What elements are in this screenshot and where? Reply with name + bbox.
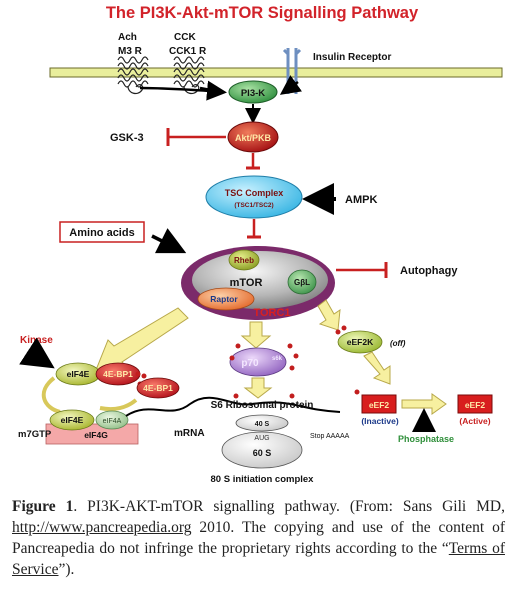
ampk-label: AMPK (345, 194, 377, 206)
eif4e-label-bottom: eIF4E (61, 415, 84, 425)
active-label: (Active) (459, 416, 490, 426)
eif4g-label: eIF4G (84, 430, 108, 440)
cck1r-label: CCK1 R (169, 46, 207, 57)
cell-membrane (49, 67, 503, 78)
caption-label: Figure 1 (12, 498, 74, 515)
m3-receptor (117, 56, 149, 95)
curved-arrow-right (99, 398, 138, 411)
eif4e-label-top: eIF4E (67, 369, 90, 379)
cck-label: CCK (174, 32, 196, 43)
m7gtp-label: m7GTP (18, 429, 52, 440)
eef2-active-label: eEF2 (465, 400, 486, 410)
amino-acids-box (59, 221, 145, 243)
gbl-label: GβL (294, 278, 310, 287)
raptor-node (197, 287, 255, 311)
gbl-node (287, 269, 317, 295)
pathway-diagram: The PI3K-Akt-mTOR Signalling Pathway Ach… (18, 4, 503, 485)
s6-label: S6 Ribosomal protein (211, 400, 314, 411)
block-arrow-inactive-to-active (401, 393, 447, 415)
s6-phospho-dots (233, 393, 295, 399)
caption-text-a: . PI3K-AKT-mTOR signalling pathway. (Fro… (73, 498, 506, 515)
ribosome-60s (221, 431, 303, 469)
p70-phospho-dots (229, 343, 299, 371)
p70-label: p70 (241, 358, 259, 369)
pi3k-node (228, 80, 278, 104)
akt-node (227, 121, 279, 153)
p70-main: p70 (241, 358, 259, 369)
s60-label: 60 S (253, 448, 272, 458)
arrow-kinase-to-eif4e (19, 337, 55, 369)
insulin-receptor-label: Insulin Receptor (313, 52, 391, 63)
figure-caption: Figure 1. PI3K-AKT-mTOR signalling pathw… (12, 496, 505, 580)
initiation-label: 80 S initiation complex (211, 474, 315, 485)
tsc-sub-label: (TSC1/TSC2) (234, 202, 273, 209)
eif4a-node (95, 410, 129, 430)
akt-label: Akt/PKB (235, 133, 272, 143)
m3r-label: M3 R (118, 46, 143, 57)
kinase-label: Kinase (20, 335, 53, 346)
torc1-label: TORC1 (253, 307, 290, 319)
block-arrow-to-eef2k (317, 299, 341, 331)
mrna-strand (125, 396, 341, 417)
arrow-cck-to-pi3k (199, 86, 223, 94)
eef2-active-node (457, 394, 493, 414)
autophagy-label: Autophagy (400, 265, 458, 277)
block-arrow-p70-to-s6 (243, 377, 273, 399)
rheb-node (228, 249, 260, 271)
diagram-title: The PI3K-Akt-mTOR Signalling Pathway (106, 4, 419, 22)
ach-label: Ach (118, 32, 137, 43)
block-arrow-to-eif4 (95, 307, 189, 371)
off-label: (off) (390, 339, 406, 348)
terms-of-service-link[interactable]: Terms of Service (12, 540, 505, 578)
eif4a-label: eIF4A (103, 418, 122, 425)
arrow-ir-to-pi3k (279, 75, 303, 95)
block-arrow-to-p70 (240, 321, 272, 349)
p70-sup-label: s6k (272, 356, 283, 362)
eef2k-node (337, 330, 383, 354)
mrna-label: mRNA (174, 428, 205, 439)
p70-node (229, 347, 287, 377)
ribosome-40s (235, 414, 289, 432)
eef2-inactive-label: eEF2 (369, 400, 390, 410)
ebp1-label-free: 4E-BP1 (143, 383, 173, 393)
ebp1-node-free (136, 377, 180, 399)
gsk3-label: GSK-3 (110, 132, 144, 144)
block-arrow-eef2k-to-eef2 (363, 351, 391, 385)
tsc-label: TSC Complex (225, 188, 284, 198)
raptor-label: Raptor (210, 294, 238, 304)
stop-label: Stop AAAAA (310, 433, 350, 440)
caption-link[interactable]: http://www.pancreapedia.org (12, 519, 192, 536)
caption-text-c: ”). (58, 561, 75, 578)
ebp1-label-top: 4E-BP1 (103, 369, 133, 379)
eef2k-phospho-dots (335, 325, 347, 335)
phosphatase-label: Phosphatase (398, 434, 454, 444)
pi3k-label: PI3-K (241, 88, 265, 99)
eef2-inactive-node (361, 394, 397, 414)
amino-acids-label: Amino acids (69, 227, 134, 239)
curved-arrow-left (41, 376, 61, 414)
s40-label: 40 S (255, 421, 270, 428)
inactive-label: (Inactive) (361, 416, 398, 426)
arrow-amino-to-mtor (151, 228, 187, 254)
caption-text-b: 2010. The copying and use of the content… (12, 519, 505, 557)
aug-label: AUG (254, 435, 269, 442)
eef2-phospho-dot (354, 389, 360, 395)
eef2k-label: eEF2K (347, 337, 374, 347)
mtor-label: mTOR (230, 277, 263, 289)
rheb-label: Rheb (234, 256, 254, 265)
eif4e-node-bottom (49, 409, 95, 431)
